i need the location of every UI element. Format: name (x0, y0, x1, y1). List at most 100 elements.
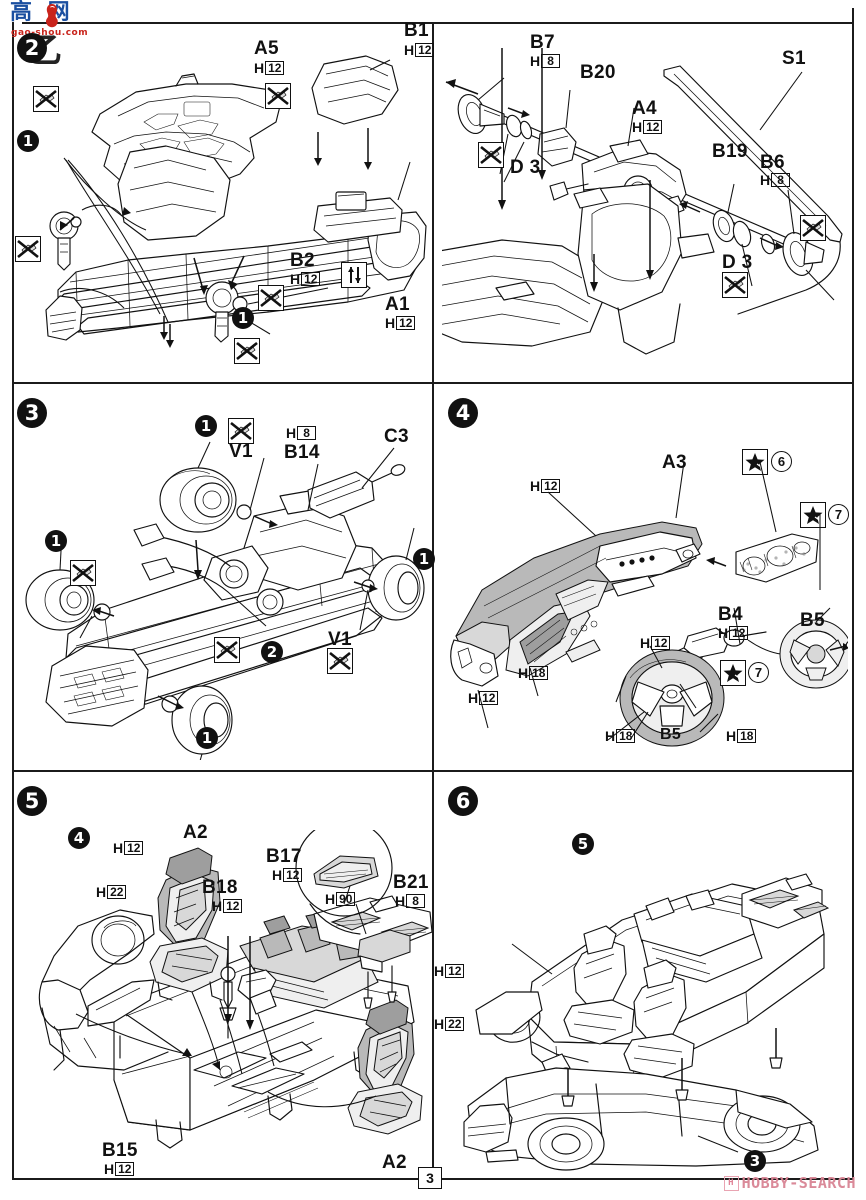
code-letter: H (640, 635, 651, 651)
part-code-b2: H 12 (290, 271, 321, 287)
code-number: 12 (415, 42, 435, 58)
interior-subassembly-5 (475, 873, 830, 1107)
part-label-a4: A4 (632, 98, 657, 119)
code-letter: H (385, 315, 396, 331)
watermark-domain: gao-shou.com (11, 28, 89, 38)
part-code-b17: H 12 (272, 867, 303, 883)
panel-2-artwork-left (18, 40, 428, 380)
panel-6-artwork (446, 806, 850, 1174)
part-a2-seat-upper (149, 847, 229, 1001)
code-letter: H (760, 172, 771, 188)
no-glue-icon (70, 560, 96, 586)
paint-star-icon (800, 502, 826, 528)
watermark-hobby-search: H HOBBY-SEARCH (723, 1174, 856, 1192)
code-number: 8 (297, 425, 317, 441)
code-number: 8 (771, 172, 791, 188)
code-h12-seat: H 12 (113, 840, 144, 856)
code-number: 12 (396, 315, 416, 331)
panel-3-artwork (16, 420, 428, 760)
part-label-b2: B2 (290, 250, 315, 271)
sub-assembly-mark-1b: 1 (232, 307, 254, 329)
sub-assembly-mark-3: 3 (744, 1150, 766, 1172)
part-code-a5: H 12 (254, 60, 285, 76)
gauge-cluster-decal (735, 533, 819, 583)
part-code-b6: H 8 (760, 172, 791, 188)
arrow-down-glyph (354, 267, 361, 283)
part-label-a1: A1 (385, 294, 410, 315)
part-label-b7: B7 (530, 32, 555, 53)
code-letter: H (632, 119, 643, 135)
sub-assembly-mark-1c: 1 (195, 415, 217, 437)
code-number: 90 (336, 891, 356, 907)
part-label-d3-lower: D 3 (722, 252, 753, 273)
code-letter: H (254, 60, 265, 76)
sub-assembly-mark-1f: 1 (196, 727, 218, 749)
part-label-b14: B14 (284, 442, 320, 463)
part-b17-handbrake (237, 969, 277, 1015)
step-number-4: 4 (448, 398, 478, 428)
code-letter: H (718, 625, 729, 641)
part-code-b1: H 12 (404, 42, 435, 58)
panel-4-leaders (448, 440, 848, 770)
code-letter: H (530, 53, 541, 69)
part-label-a2-lower: A2 (382, 1152, 407, 1173)
code-number: 18 (737, 728, 757, 744)
part-b1-shape (311, 55, 399, 125)
no-glue-icon (478, 142, 504, 168)
code-h18-wheel-left: H 18 (605, 728, 636, 744)
part-a3-dashboard (450, 521, 703, 687)
no-glue-icon (33, 86, 59, 112)
code-number: 8 (541, 53, 561, 69)
panel-2-artwork-right (442, 42, 850, 372)
sub-assembly-mark-2: 2 (261, 641, 283, 663)
page-number: 3 (418, 1167, 442, 1189)
code-number: 12 (301, 271, 321, 287)
frame-top-border (22, 22, 852, 24)
code-number: 8 (406, 893, 426, 909)
sub-assembly-mark-4: 4 (68, 827, 90, 849)
step-number-5: 5 (17, 786, 47, 816)
floor-pan-shape (442, 239, 605, 347)
part-code-b21: H 8 (395, 893, 426, 909)
code-letter: H (212, 898, 223, 914)
panel-5-artwork (14, 830, 432, 1180)
arrow-up-glyph (347, 267, 354, 283)
part-b20-shape (537, 127, 577, 167)
part-label-a3: A3 (662, 452, 687, 473)
part-label-b6: B6 (760, 152, 785, 173)
part-code-a3-h12: H 12 (530, 478, 561, 494)
watermark-red-emblem (46, 4, 58, 28)
part-code-b18: H 12 (212, 898, 243, 914)
code-h22-bench: H 22 (434, 1016, 465, 1032)
part-a2-seat-lower (347, 999, 423, 1135)
sub-assembly-mark-1e: 1 (413, 548, 435, 570)
frame-right-border (852, 8, 854, 1180)
code-letter: H (286, 425, 297, 441)
code-letter: H (395, 893, 406, 909)
code-letter: H (113, 840, 124, 856)
dashboard-subassembly (38, 909, 169, 1071)
code-number: 12 (223, 898, 243, 914)
paint-number-6: 6 (771, 451, 792, 472)
code-letter: H (726, 728, 737, 744)
code-number: 12 (643, 119, 663, 135)
no-glue-icon (722, 272, 748, 298)
part-b21-shape (357, 929, 411, 1009)
divider-col-bot (432, 770, 434, 1178)
part-b19-shape (712, 209, 752, 248)
code-number: 12 (541, 478, 561, 494)
no-glue-icon (265, 83, 291, 109)
paint-star-icon (742, 449, 768, 475)
code-number: 12 (651, 635, 671, 651)
tire-rear-right (367, 555, 425, 621)
part-b7-shape (457, 93, 505, 135)
code-number: 18 (529, 665, 549, 681)
paint-number-7-upper: 7 (828, 504, 849, 525)
h90-magnifier-callout (295, 830, 393, 935)
panel-4-wheel-b5-lower (610, 640, 740, 760)
code-letter: H (530, 478, 541, 494)
sub-assembly-mark-1d: 1 (45, 530, 67, 552)
code-letter: H (468, 690, 479, 706)
step-number-3: 3 (17, 398, 47, 428)
